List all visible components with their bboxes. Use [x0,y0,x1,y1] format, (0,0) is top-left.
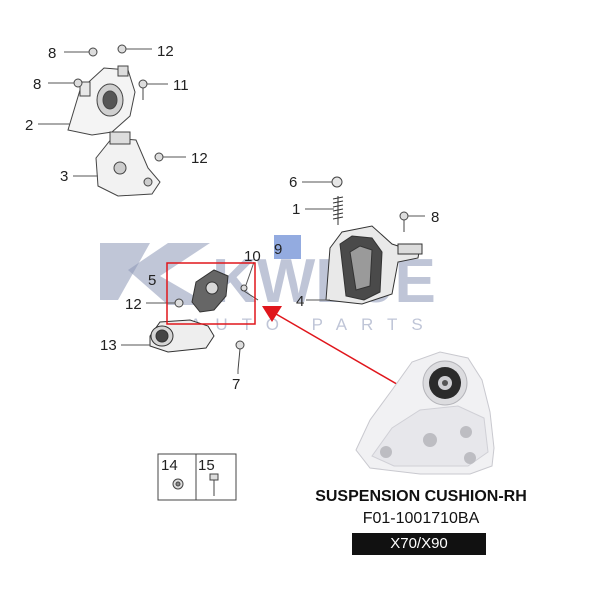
bolt-set-top-left [73,44,164,162]
part-number: F01-1001710BA [362,510,480,527]
callout-1: 1 [292,201,300,218]
callout-6: 6 [289,174,297,191]
callout-14: 14 [161,457,178,474]
leader-lines [38,48,425,374]
callout-12-top: 12 [157,43,174,60]
nut-part-14 [172,478,184,490]
product-photo [355,351,495,475]
callout-8-left: 8 [33,76,41,93]
stud-part-1 [332,196,344,225]
product-title: SUSPENSION CUSHION-RH [315,488,527,505]
callout-10: 10 [244,248,261,265]
upper-bracket-part-2 [67,65,136,136]
bracket-part-5 [191,269,229,313]
callout-8-top: 8 [48,45,56,62]
callout-15: 15 [198,457,215,474]
callout-9-tag [274,235,301,259]
callout-12-mid: 12 [191,150,208,167]
callout-labels: 8 12 8 11 2 3 12 6 1 8 9 10 5 4 12 13 7 … [25,43,439,474]
callout-8-right: 8 [431,209,439,226]
callout-12-lower: 12 [125,296,142,313]
callout-4: 4 [296,293,304,310]
lower-bracket-part-3 [95,131,161,197]
pointer-line [275,313,415,395]
bolt-part-7 [235,340,245,371]
model-badge: X70/X90 [352,533,486,555]
callout-11: 11 [173,77,189,94]
nut-part-12-lower [174,298,184,308]
bolt-part-6 [331,176,343,188]
watermark-sub: AUTO PARTS [190,315,437,334]
highlight-box [166,262,256,325]
fastener-box-14-15 [157,453,237,501]
callout-2: 2 [25,117,33,134]
cushion-part-13 [149,319,215,353]
bolt-part-15 [209,473,219,496]
callout-3: 3 [60,168,68,185]
callout-9: 9 [274,241,282,258]
bolt-part-8-right [399,211,409,232]
pointer-arrowhead [262,306,282,322]
callout-7: 7 [232,376,240,393]
callout-5: 5 [148,272,156,289]
watermark-logo-mark [100,243,210,305]
callout-13: 13 [100,337,117,354]
engine-mount-part-4 [325,225,423,305]
